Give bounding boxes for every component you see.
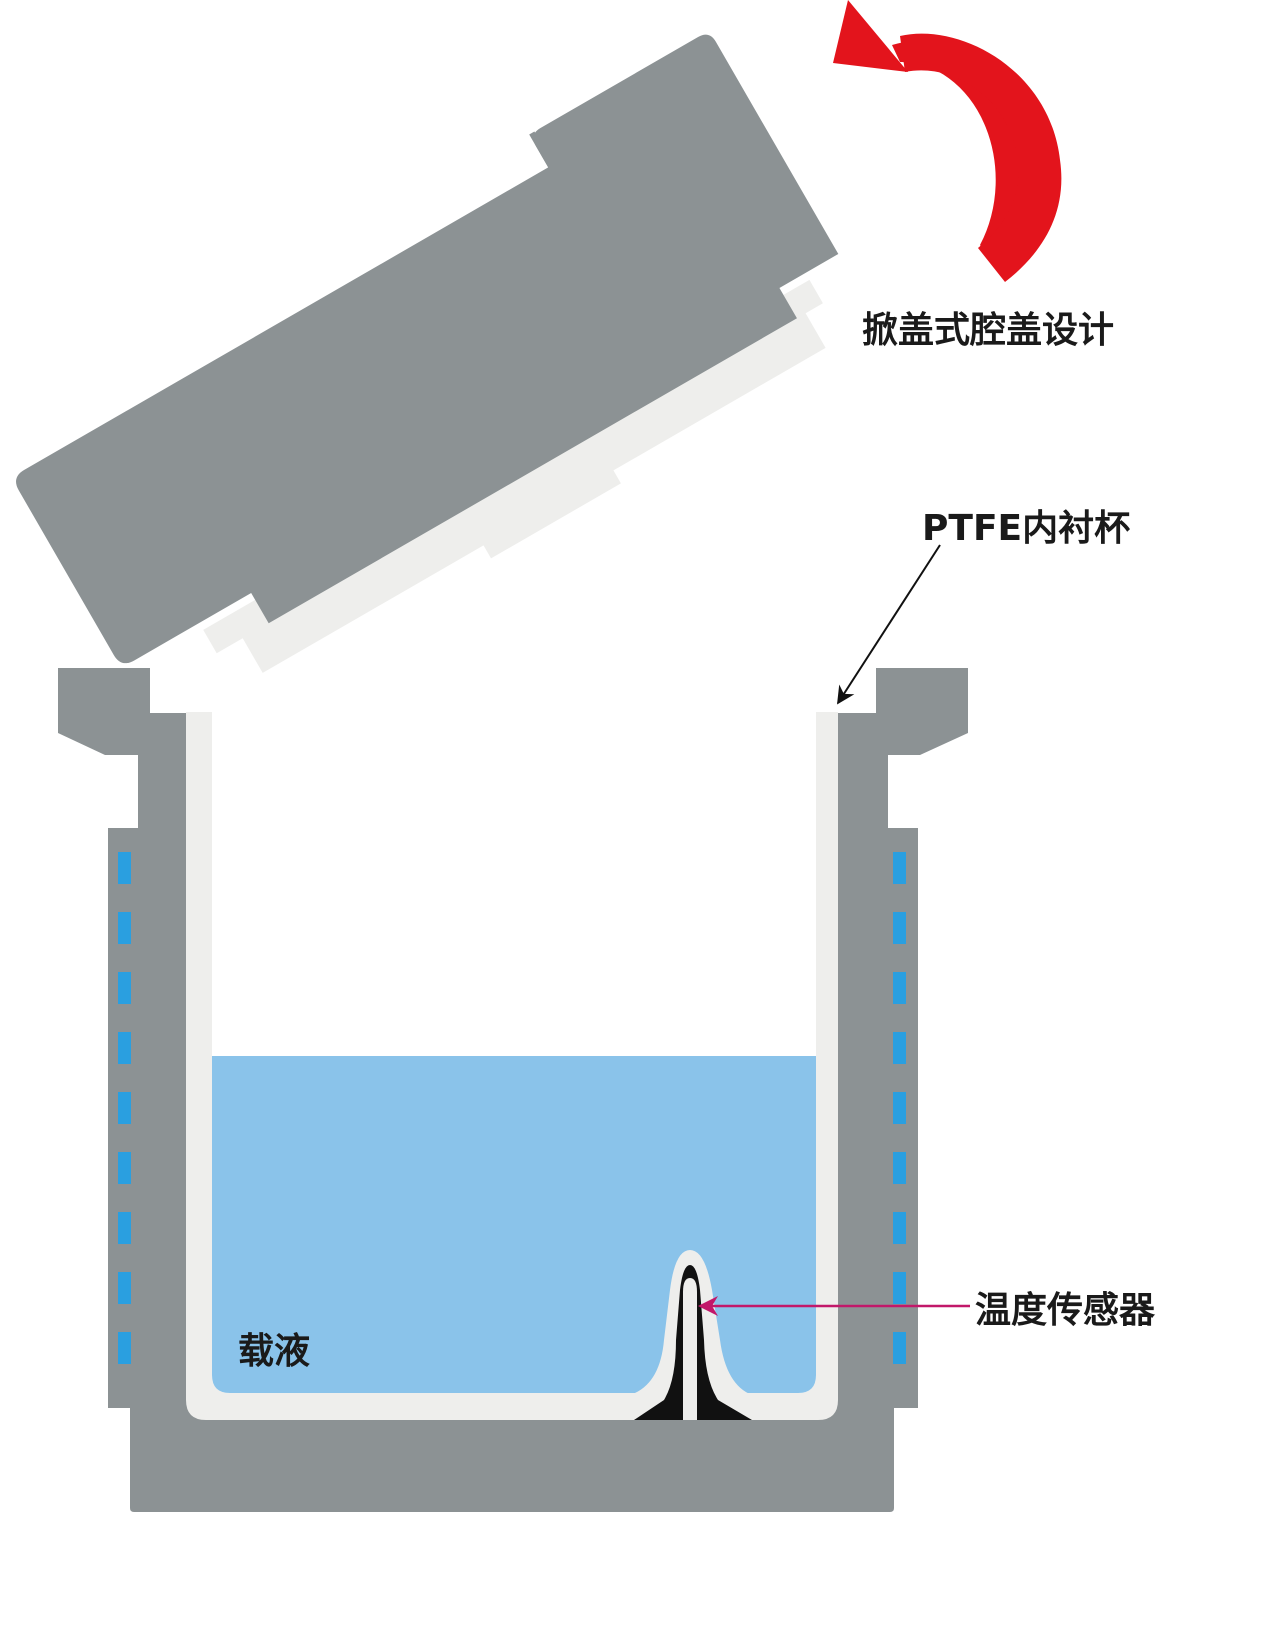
open-arrow-head: [833, 0, 908, 72]
liner-leader-line: [837, 544, 941, 705]
liquid-label: 载液: [238, 1331, 310, 1372]
vessel: [58, 668, 968, 1512]
sensor-label: 温度传感器: [975, 1290, 1156, 1331]
heater-elements-left: [118, 852, 131, 1364]
lid-label: 掀盖式腔盖设计: [862, 310, 1114, 351]
sensor-core: [683, 1278, 697, 1420]
carrier-liquid: [212, 1056, 816, 1393]
liner-label: PTFE内衬杯: [922, 508, 1130, 549]
temperature-sensor: [630, 1250, 752, 1420]
open-arrow-shaft: [900, 33, 1062, 283]
lid-body: [16, 34, 839, 664]
lid-top-step: [529, 131, 555, 170]
vessel-base: [130, 1400, 894, 1512]
heater-elements-right: [893, 852, 906, 1364]
lid-assembly: [16, 34, 839, 673]
open-arrow: [833, 0, 1062, 283]
